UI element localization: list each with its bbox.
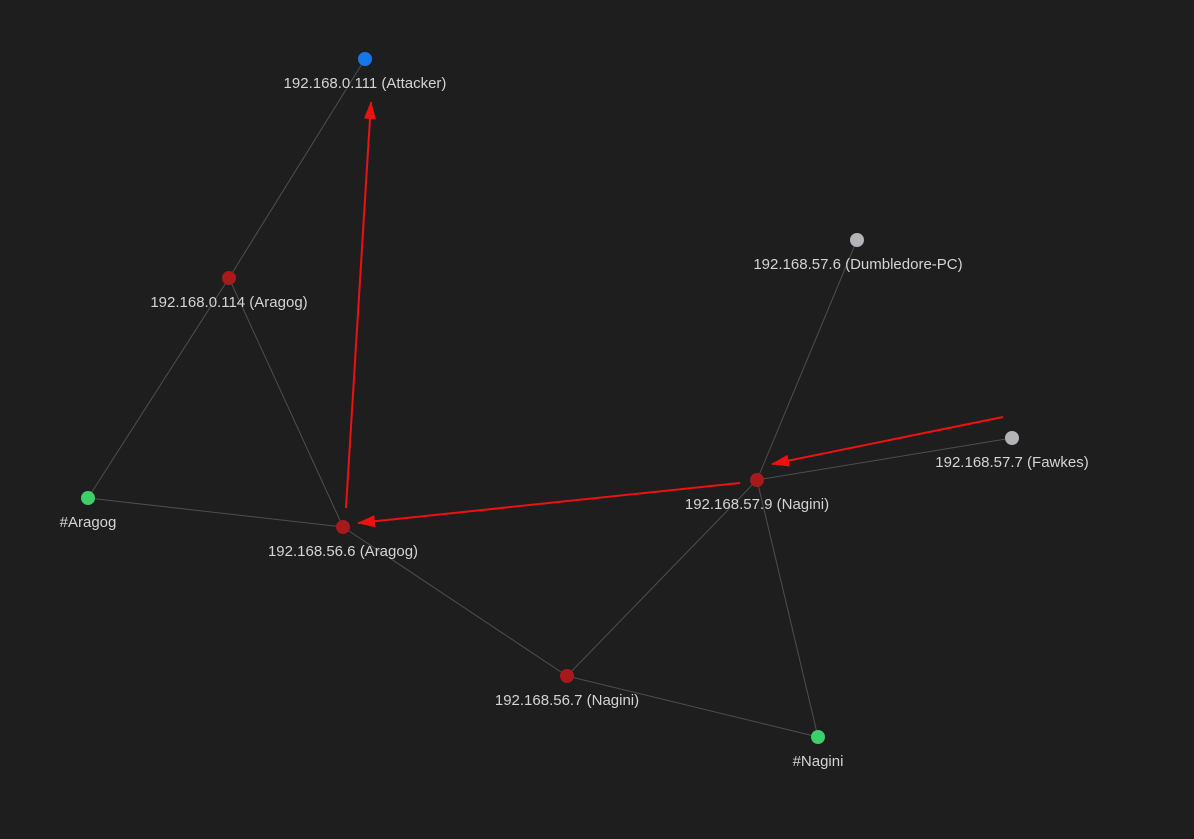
edges-layer xyxy=(87,58,1013,738)
edge-aragog-ext-aragog-net xyxy=(87,277,230,499)
edge-nagini-57-dumbledore xyxy=(756,239,858,481)
edge-attacker-aragog-ext xyxy=(228,58,366,279)
node-label: 192.168.56.6 (Aragog) xyxy=(268,543,418,560)
node-dot-network[interactable] xyxy=(81,491,95,505)
nodes-layer: 192.168.0.111 (Attacker) 192.168.0.114 (A… xyxy=(60,52,1089,770)
node-aragog-ext[interactable]: 192.168.0.114 (Aragog) xyxy=(150,271,308,311)
route-arrow-fawkes-to-nagini-57 xyxy=(771,416,1004,467)
node-label: 192.168.57.9 (Nagini) xyxy=(685,496,829,513)
node-label: #Aragog xyxy=(60,514,117,531)
node-fawkes[interactable]: 192.168.57.7 (Fawkes) xyxy=(935,431,1089,471)
edge-aragog-int-nagini-56 xyxy=(342,526,568,677)
node-label: 192.168.56.7 (Nagini) xyxy=(495,692,639,709)
node-dot-discovered[interactable] xyxy=(1005,431,1019,445)
edge-aragog-ext-aragog-int xyxy=(228,277,344,528)
route-layer xyxy=(345,101,1004,528)
edge-nagini-57-nagini-net xyxy=(756,479,819,738)
node-dot-attacker[interactable] xyxy=(358,52,372,66)
node-dot-compromised[interactable] xyxy=(222,271,236,285)
node-dot-compromised[interactable] xyxy=(560,669,574,683)
node-nagini-net[interactable]: #Nagini xyxy=(793,730,844,770)
edge-aragog-net-aragog-int xyxy=(87,497,344,528)
node-dumbledore[interactable]: 192.168.57.6 (Dumbledore-PC) xyxy=(753,233,963,273)
edge-nagini-56-nagini-net xyxy=(566,675,819,738)
edge-nagini-57-fawkes xyxy=(756,437,1013,481)
node-nagini-56[interactable]: 192.168.56.7 (Nagini) xyxy=(495,669,639,709)
node-label: 192.168.0.114 (Aragog) xyxy=(150,294,307,311)
node-dot-network[interactable] xyxy=(811,730,825,744)
node-label: 192.168.57.6 (Dumbledore-PC) xyxy=(753,256,962,273)
route-arrow-aragog-int-to-attacker xyxy=(345,101,376,509)
node-label: #Nagini xyxy=(793,753,844,770)
node-dot-compromised[interactable] xyxy=(750,473,764,487)
node-label: 192.168.0.111 (Attacker) xyxy=(284,75,447,92)
node-aragog-net[interactable]: #Aragog xyxy=(60,491,117,531)
node-aragog-int[interactable]: 192.168.56.6 (Aragog) xyxy=(268,520,418,560)
node-attacker[interactable]: 192.168.0.111 (Attacker) xyxy=(284,52,447,92)
node-dot-compromised[interactable] xyxy=(336,520,350,534)
route-arrow-nagini-57-to-aragog-int xyxy=(357,482,741,528)
node-label: 192.168.57.7 (Fawkes) xyxy=(935,454,1088,471)
edge-nagini-56-nagini-57 xyxy=(566,479,758,677)
node-nagini-57[interactable]: 192.168.57.9 (Nagini) xyxy=(685,473,829,513)
node-dot-discovered[interactable] xyxy=(850,233,864,247)
